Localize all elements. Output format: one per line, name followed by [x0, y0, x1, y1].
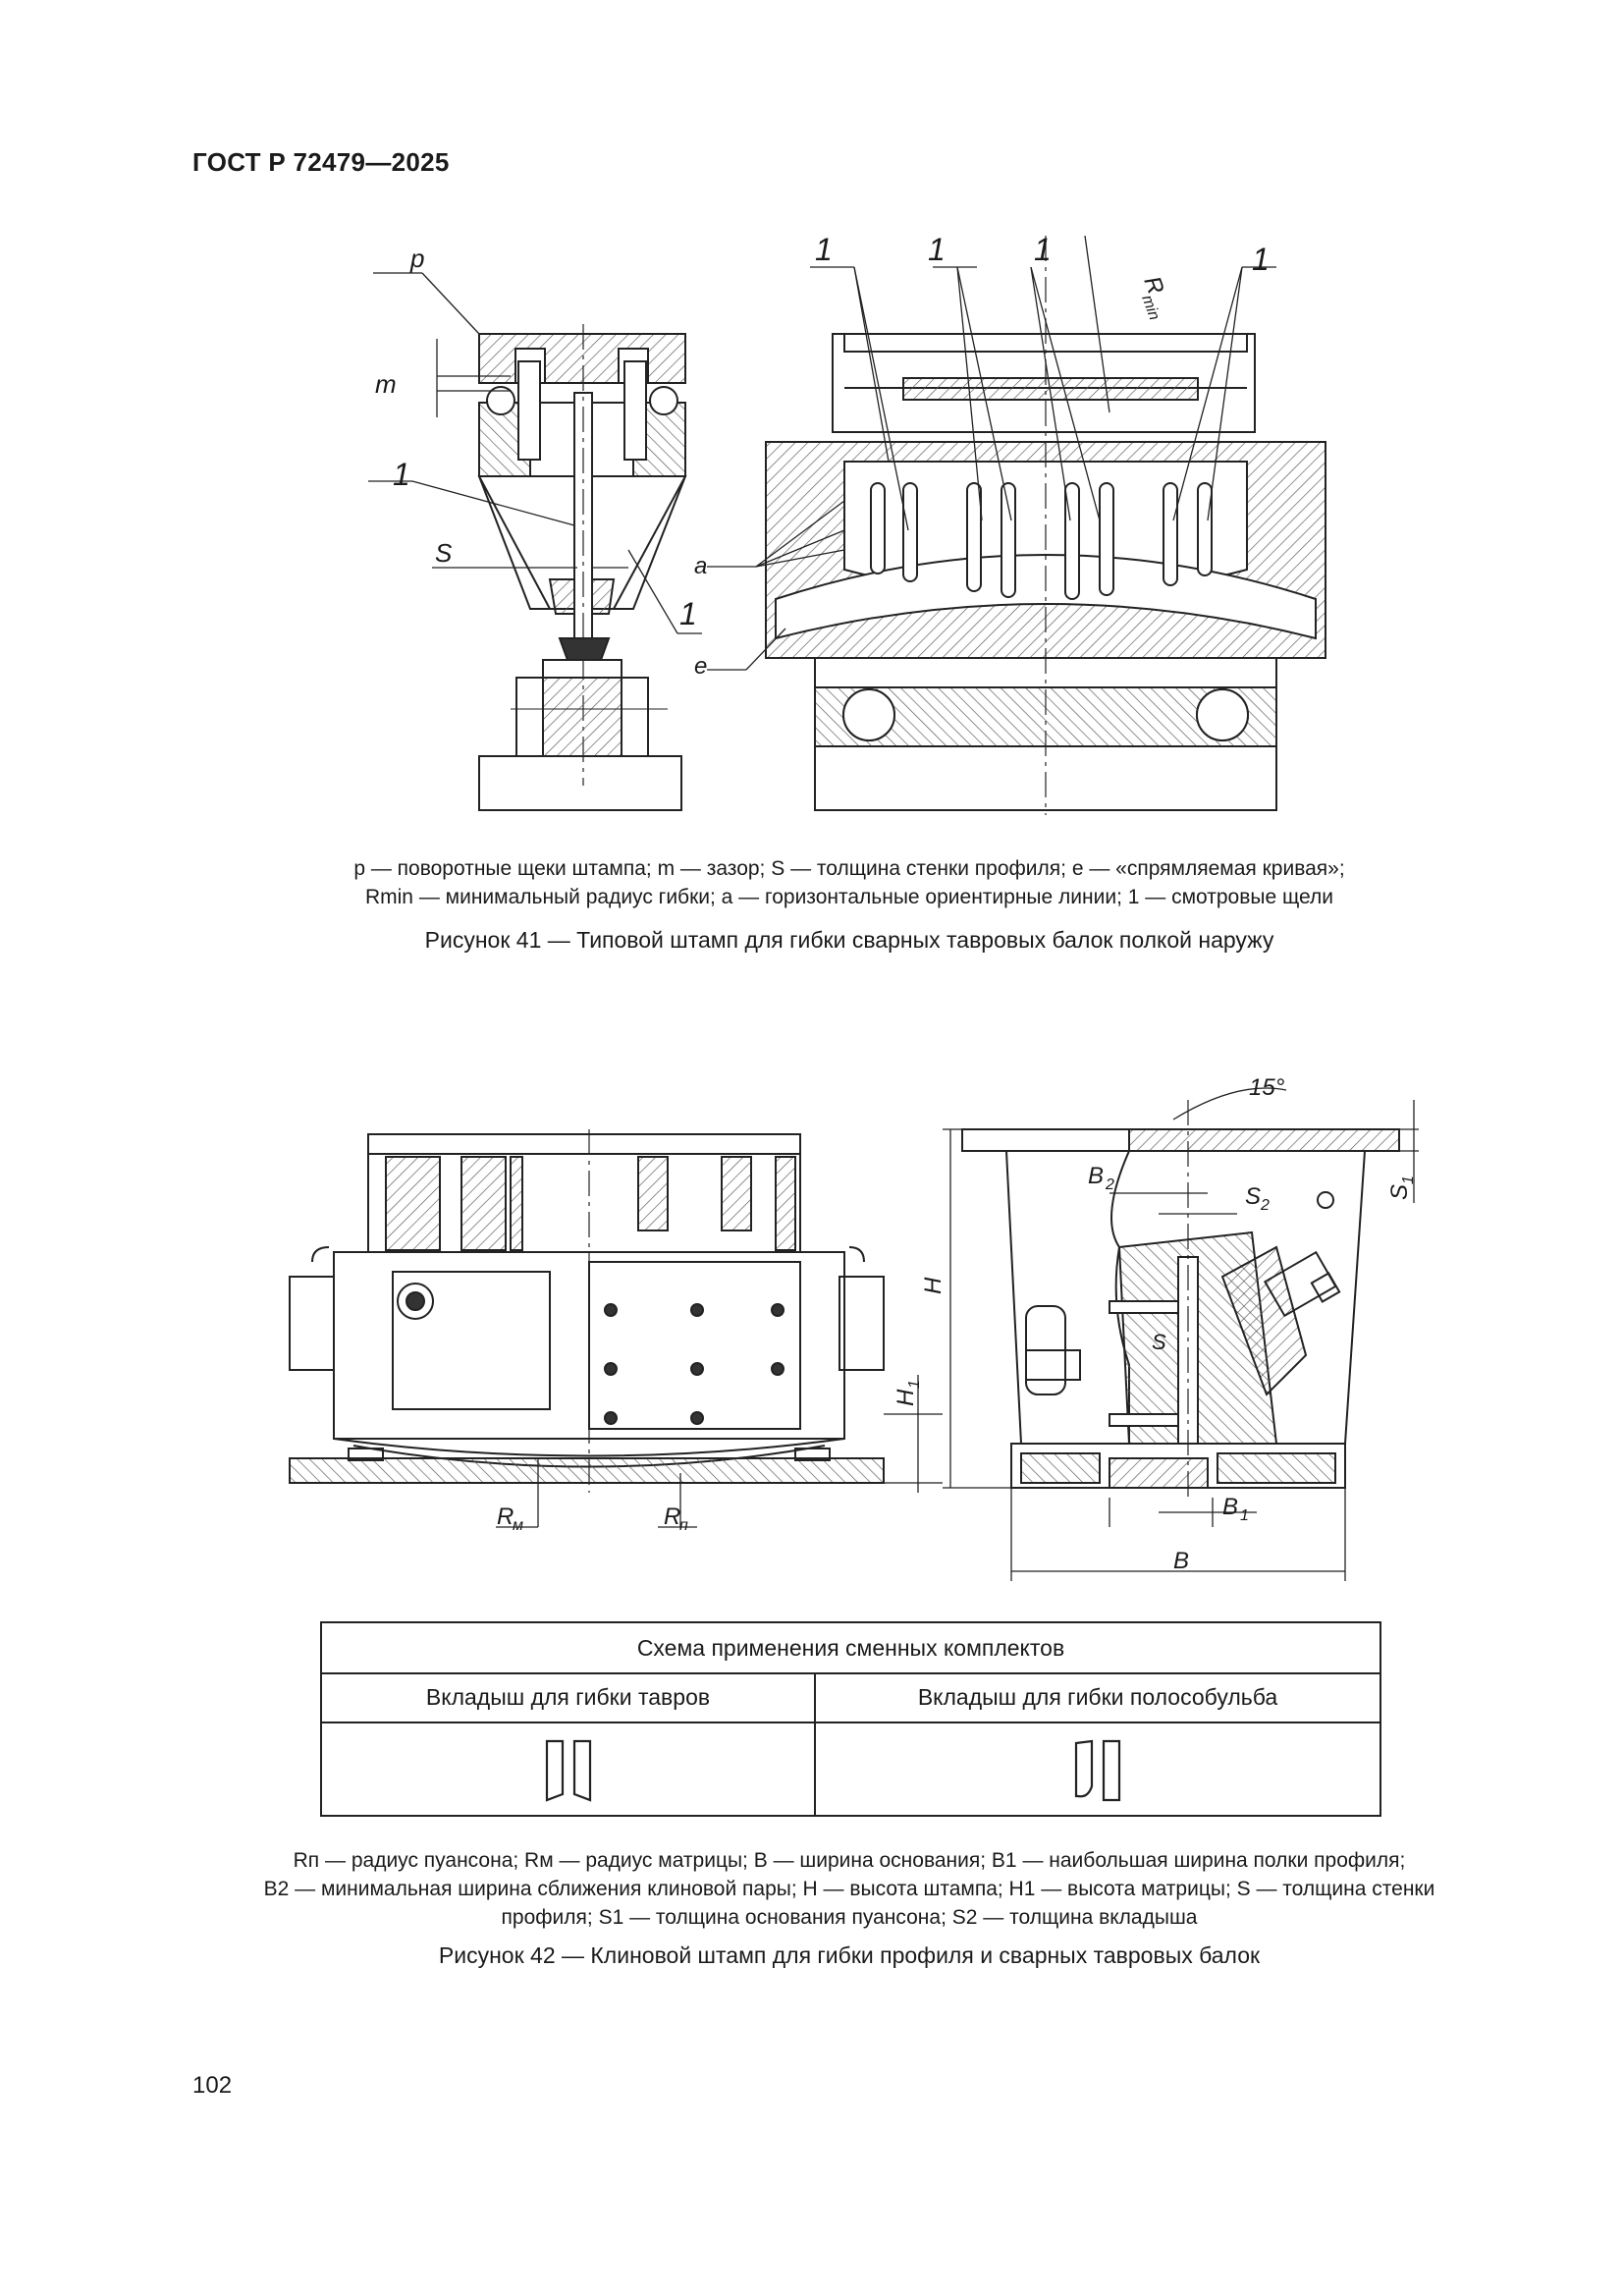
- table-header-tee-insert: Вкладыш для гибки тавров: [322, 1672, 816, 1723]
- legend-42-line-3: профиля; S1 — толщина основания пуансона…: [501, 1906, 1198, 1929]
- svg-text:min: min: [1138, 293, 1163, 322]
- bulb-insert-sketch: [816, 1723, 1380, 1815]
- label-rmin: R min: [1138, 273, 1168, 323]
- label-1-slot-c: 1: [1034, 232, 1052, 267]
- figure-41-legend: p — поворотные щеки штампа; m — зазор; S…: [187, 854, 1512, 911]
- document-header: ГОСТ Р 72479—2025: [192, 147, 450, 177]
- tee-insert-icon: [545, 1739, 591, 1802]
- page-number: 102: [192, 2072, 233, 2099]
- interchangeable-sets-table: Схема применения сменных комплектов Вкла…: [320, 1621, 1381, 1817]
- label-1-slot-b: 1: [928, 232, 946, 267]
- label-a: a: [694, 553, 707, 579]
- legend-42-line-2: B2 — минимальная ширина сближения клинов…: [263, 1878, 1435, 1900]
- label-m: m: [375, 369, 397, 399]
- bulb-insert-icon: [1074, 1739, 1121, 1801]
- label-1-slot-d: 1: [1252, 242, 1270, 277]
- label-1-center: 1: [679, 596, 697, 631]
- label-S: S: [435, 538, 453, 568]
- label-1-slot-a: 1: [815, 232, 833, 267]
- legend-42-line-1: Rп — радиус пуансона; Rм — радиус матриц…: [293, 1849, 1406, 1872]
- figure-42-legend: Rп — радиус пуансона; Rм — радиус матриц…: [187, 1846, 1512, 1932]
- legend-41-line-1: p — поворотные щеки штампа; m — зазор; S…: [353, 857, 1345, 880]
- label-1-left: 1: [393, 457, 410, 492]
- label-e: e: [694, 653, 707, 680]
- tee-insert-sketch: [322, 1723, 816, 1815]
- legend-41-line-2: Rmin — минимальный радиус гибки; a — гор…: [364, 886, 1333, 908]
- table-title: Схема применения сменных комплектов: [322, 1623, 1380, 1674]
- label-p: p: [409, 244, 424, 273]
- table-header-bulb-insert: Вкладыш для гибки полособульба: [816, 1672, 1380, 1723]
- figure-42-caption: Рисунок 42 — Клиновой штамп для гибки пр…: [438, 1942, 1261, 1968]
- figure-41-caption: Рисунок 41 — Типовой штамп для гибки сва…: [424, 927, 1274, 953]
